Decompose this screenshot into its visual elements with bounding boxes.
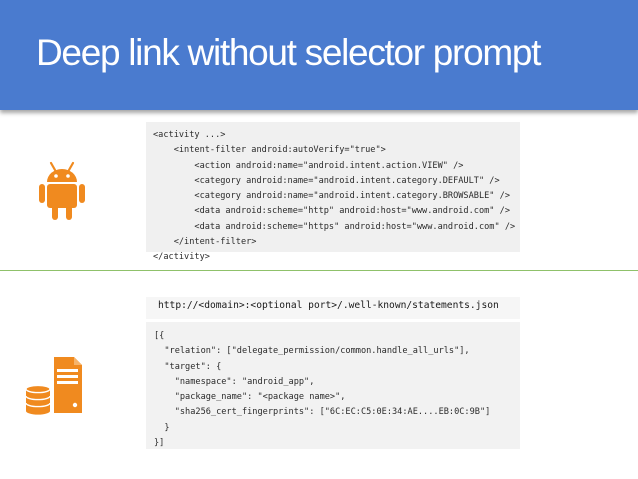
- statements-url: http://<domain>:<optional port>/.well-kn…: [146, 297, 520, 319]
- code-line: </intent-filter>: [153, 237, 257, 248]
- code-line: <data android:scheme="http" android:host…: [153, 206, 510, 217]
- code-line: "namespace": "android_app",: [154, 376, 315, 387]
- code-line: <category android:name="android.intent.c…: [153, 175, 500, 186]
- code-line: <action android:name="android.intent.act…: [153, 160, 464, 171]
- code-line: "sha256_cert_fingerprints": ["6C:EC:C5:0…: [154, 407, 491, 418]
- code-line: [{: [154, 331, 165, 341]
- code-line: <category android:name="android.intent.c…: [153, 191, 510, 202]
- statements-json-block: [{ "relation": ["delegate_permission/com…: [146, 322, 520, 449]
- code-line: "package_name": "<package name>",: [154, 392, 346, 403]
- title-bar: Deep link without selector prompt: [0, 0, 638, 110]
- page-title: Deep link without selector prompt: [36, 32, 541, 73]
- code-line: <activity ...>: [153, 130, 226, 140]
- code-line: }: [154, 422, 170, 433]
- code-line: "target": {: [154, 361, 222, 372]
- android-icon: [39, 161, 85, 220]
- code-line: <intent-filter android:autoVerify="true"…: [153, 145, 386, 156]
- code-line: "relation": ["delegate_permission/common…: [154, 346, 470, 357]
- code-line: }]: [154, 438, 165, 449]
- server-database-icon: [25, 357, 82, 415]
- manifest-code-block: <activity ...> <intent-filter android:au…: [146, 122, 520, 262]
- code-line: </activity>: [153, 252, 210, 263]
- code-line: <data android:scheme="https" android:hos…: [153, 221, 516, 232]
- section-divider: [0, 270, 638, 271]
